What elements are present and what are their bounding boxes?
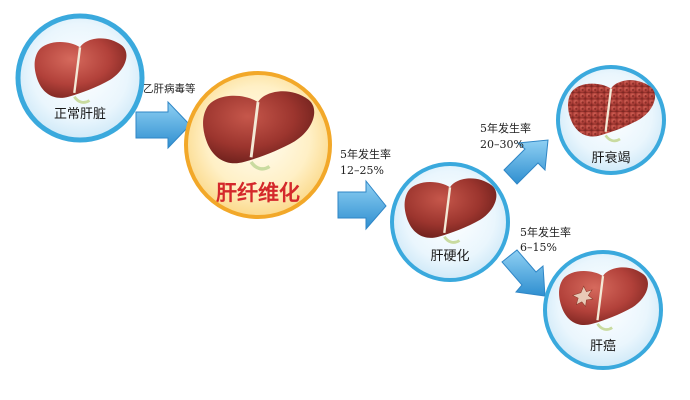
stage-liver-fibrosis: 肝纤维化 [184,71,332,219]
stage-label-failure: 肝衰竭 [591,150,630,166]
stage-normal-liver: 正常肝脏 [15,13,145,143]
transition-cause-label: 乙肝病毒等 [143,82,196,95]
fibrosis-to-cirrhosis-rate-title: 5年发生率 [340,147,391,161]
cirrhosis-to-failure-rate-title: 5年发生率 [480,121,531,135]
stage-label-normal: 正常肝脏 [54,107,106,122]
liver-cancer-icon [559,267,648,331]
cirrhosis-to-cancer-rate-title: 5年发生率 [520,225,571,239]
stage-liver-cancer: 肝癌 [543,250,663,370]
stage-label-fibrosis: 肝纤维化 [216,181,300,205]
liver-cirrhosis-icon [404,178,497,244]
fibrosis-to-cirrhosis-rate-value: 12–25% [340,164,384,177]
stage-liver-cirrhosis: 肝硬化 [390,162,510,282]
cirrhosis-to-cancer-rate-value: 6–15% [520,241,557,254]
liver-failure-icon [567,80,655,143]
stage-label-cirrhosis: 肝硬化 [430,249,469,264]
liver-healthy-icon [34,38,127,104]
cirrhosis-to-failure-rate-value: 20–30% [480,138,524,151]
arrow-cirrhosis-to-failure [503,139,549,185]
tumor-mark-icon [571,285,594,308]
arrow-normal-to-fibrosis [135,100,191,150]
liver-fibrosis-icon [203,91,315,171]
stage-label-cancer: 肝癌 [590,338,616,354]
arrow-cirrhosis-to-cancer [501,249,546,297]
stage-liver-failure: 肝衰竭 [556,65,666,175]
arrow-fibrosis-to-cirrhosis [337,179,387,231]
